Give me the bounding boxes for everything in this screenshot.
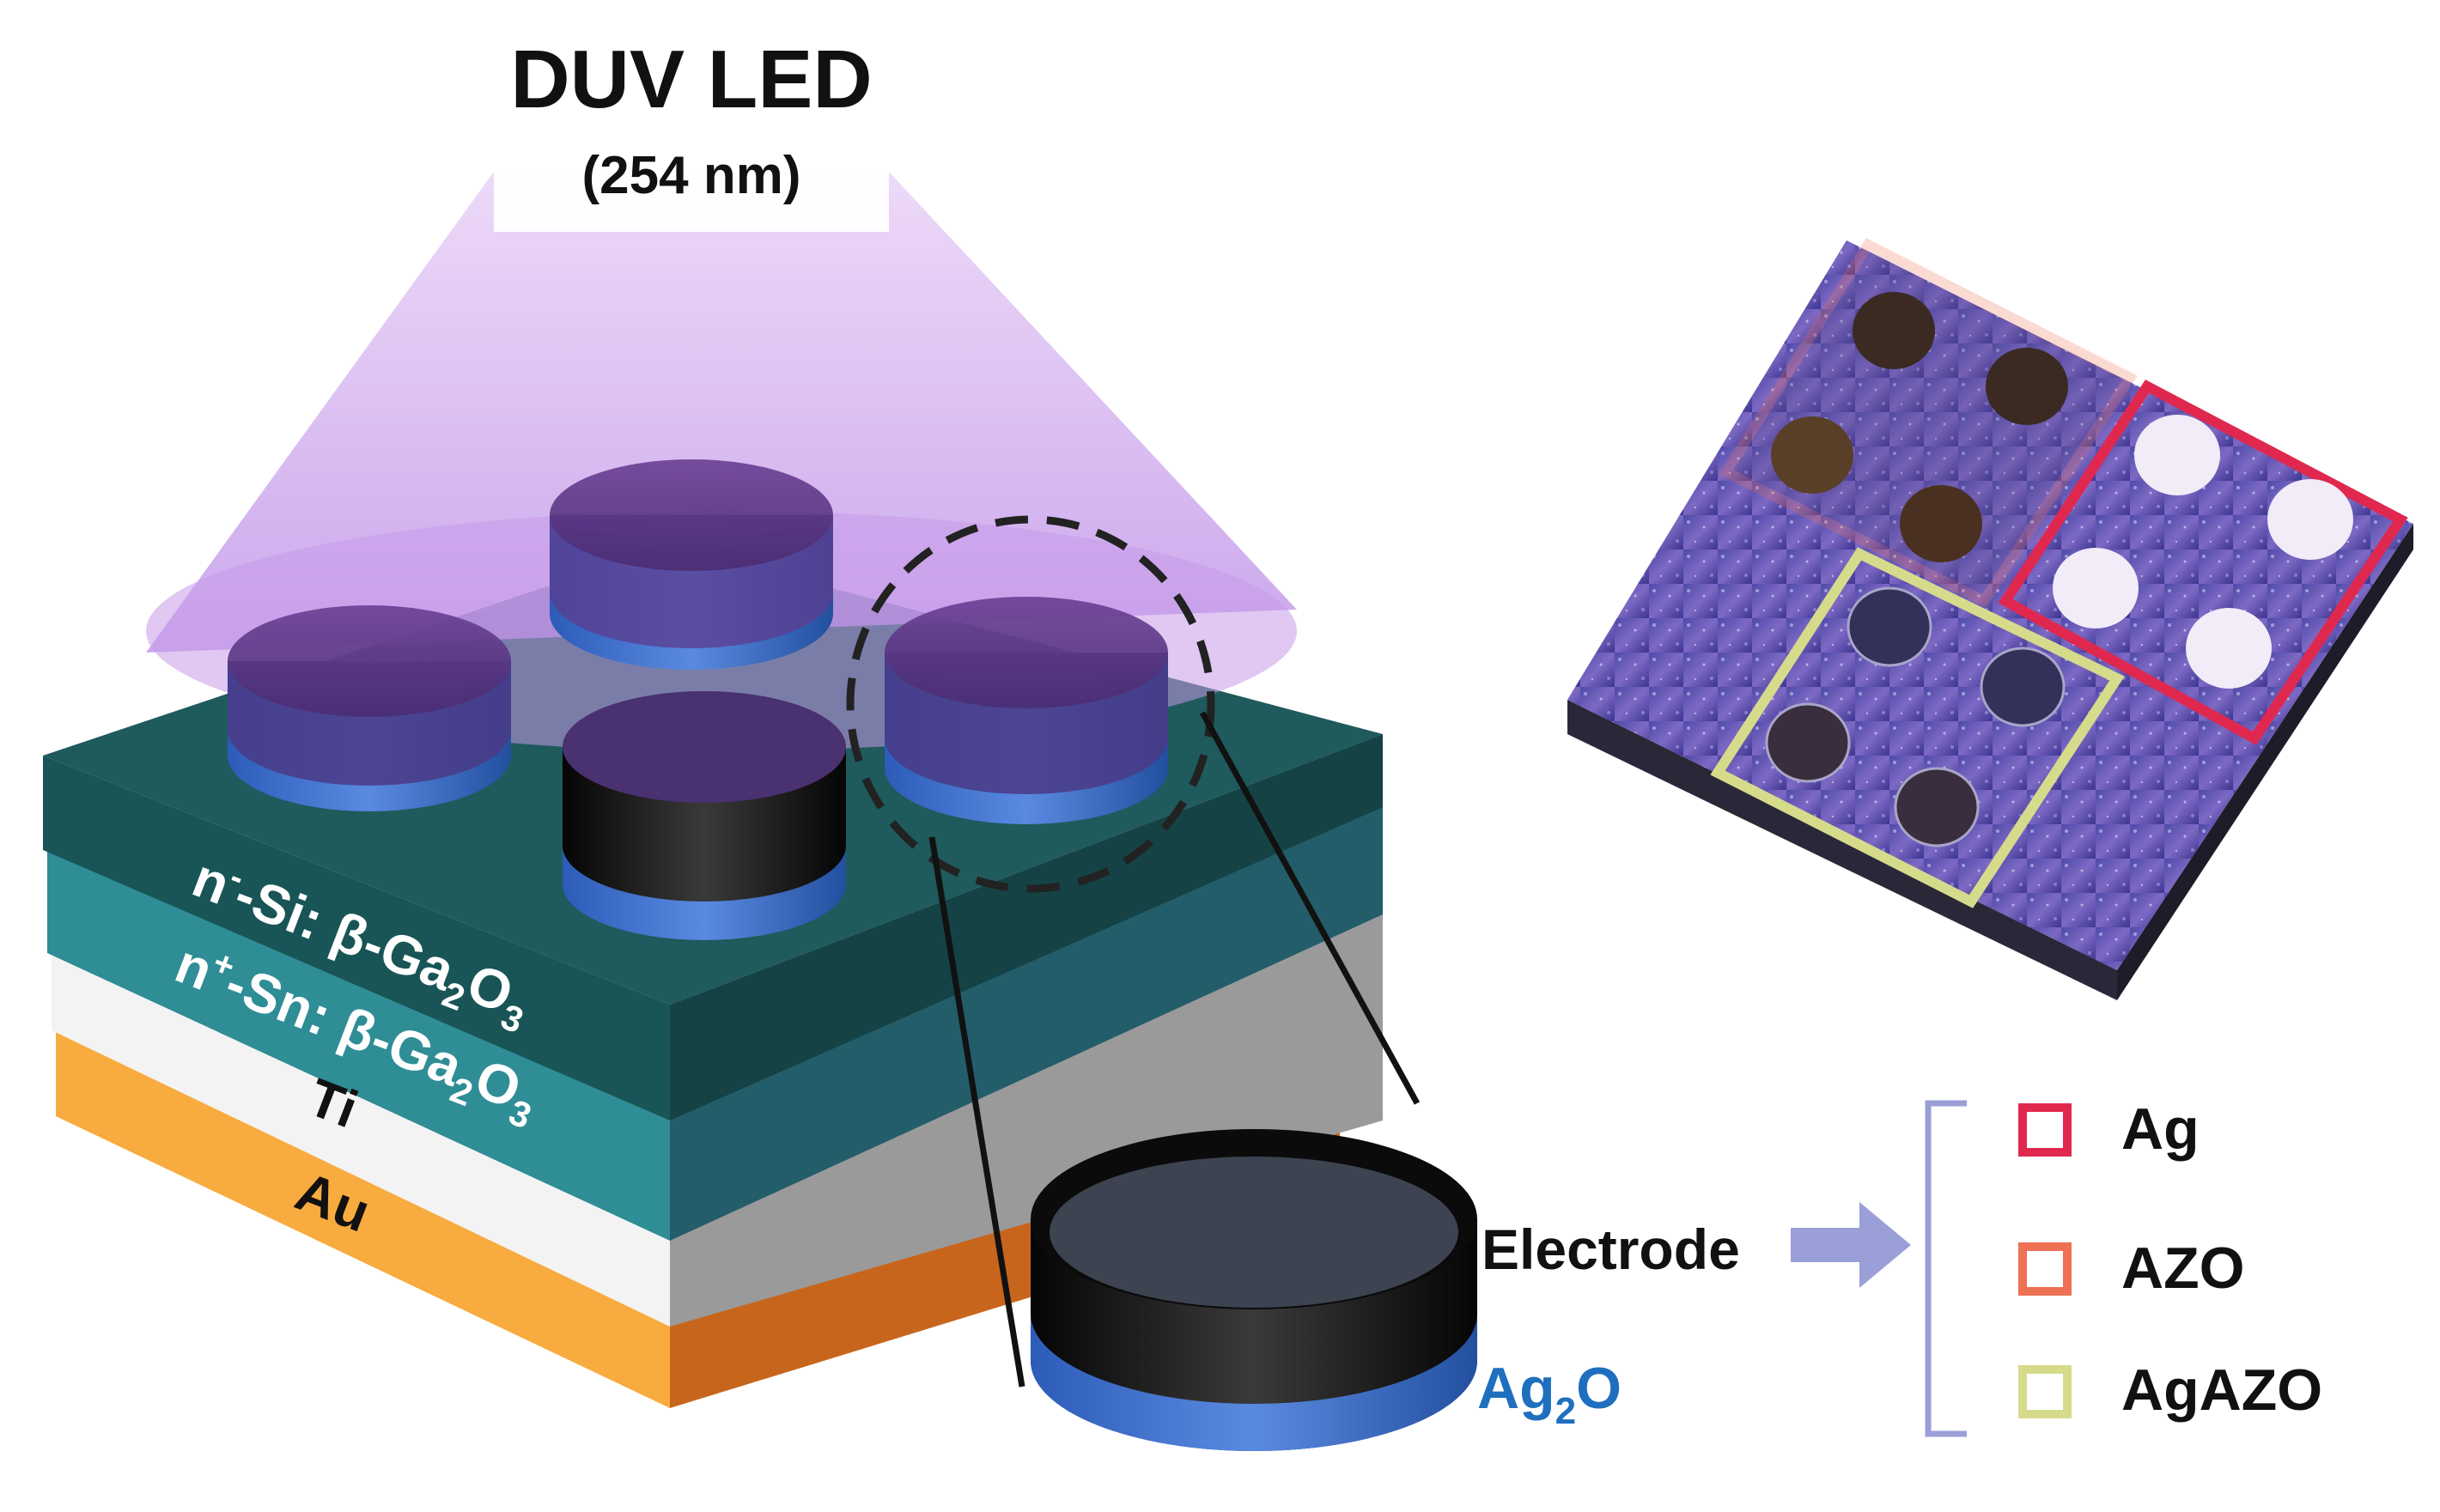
ag-region [1998,380,2408,745]
duv-led-title: DUV LED [510,33,872,125]
nsn-layer-front [47,846,670,1241]
legend-swatch-azo [2018,1242,2072,1296]
legend-label-azo: AZO [2121,1236,2245,1301]
agazo-region [1710,547,2125,908]
electrode-arrow [1791,1202,1911,1288]
zoomed-electrode [1031,1129,1477,1451]
ag2o-label: Ag2O [1477,1356,1622,1432]
legend-label-agazo: AgAZO [2121,1357,2322,1423]
legend-swatch-agazo [2018,1365,2072,1418]
ti-layer-front [52,949,670,1327]
electrode-pad-2 [550,459,833,670]
chip-photo [1567,238,2413,1000]
legend-swatch-ag [2018,1103,2072,1157]
nsi-layer-front [43,756,670,1120]
nsi-layer-side [670,734,1383,1120]
zoom-line-right [1199,711,1421,1105]
au-layer-front [56,1026,670,1408]
electrode-pad-4 [885,597,1168,824]
zoom-line-left [928,836,1025,1388]
electrode-label: Electrode [1482,1217,1740,1281]
ti-layer-side [670,910,1383,1327]
legend-bracket [1925,1100,1967,1437]
nsn-layer-side [670,803,1383,1241]
electrode-pad-3 [563,691,846,940]
legend-label-ag: Ag [2121,1096,2200,1162]
electrode-pad-1 [228,605,511,811]
legend: Ag AZO AgAZO [1925,1096,2322,1437]
wavelength-label: (254 nm) [582,146,801,205]
azo-region [1719,238,2138,608]
zoom-highlight-circle [846,515,1215,893]
